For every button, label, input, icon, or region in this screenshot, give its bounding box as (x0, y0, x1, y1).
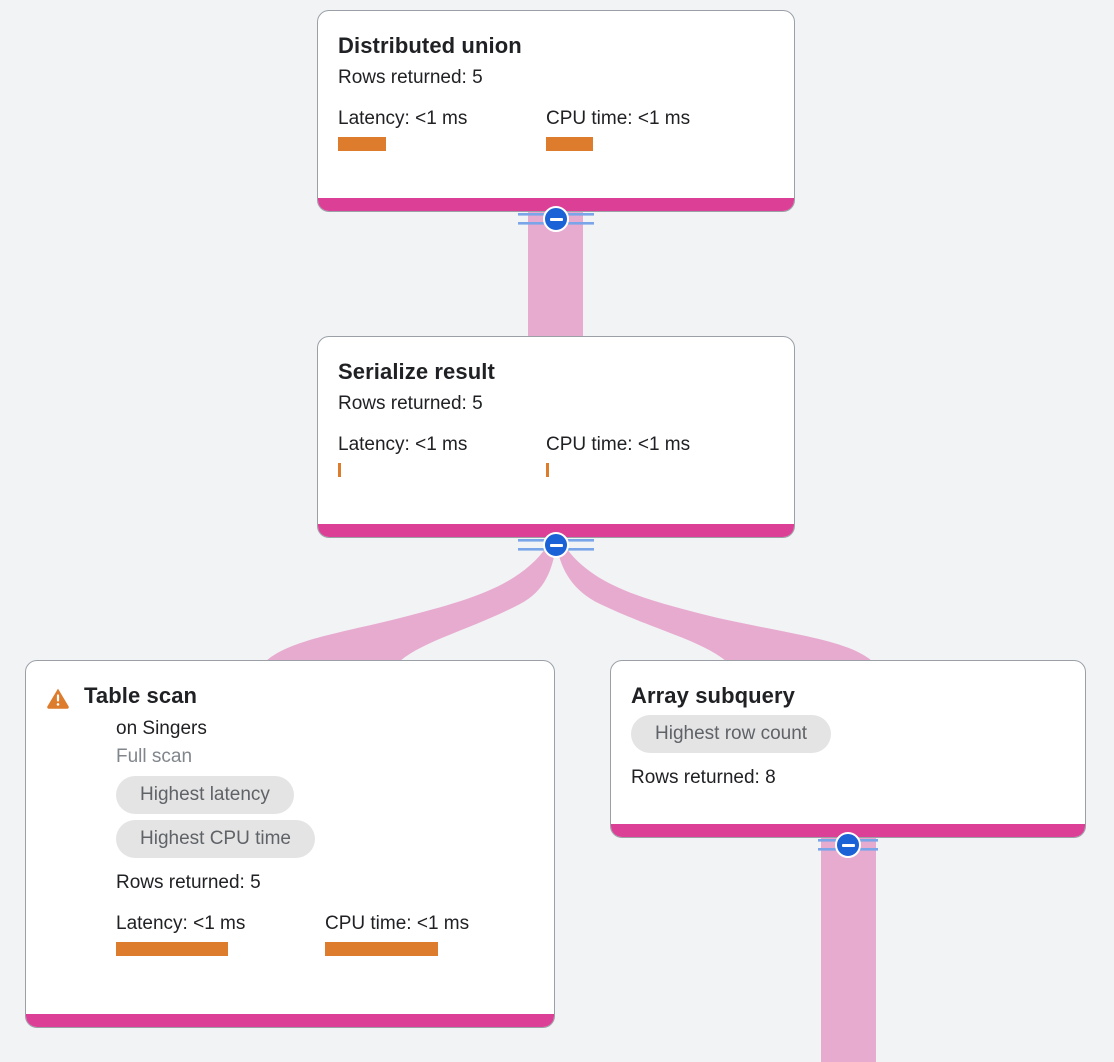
node-title: Serialize result (338, 359, 495, 384)
node-footer-bar (26, 1014, 554, 1027)
node-detail: Full scan (116, 746, 193, 767)
plan-node-serialize-result[interactable]: Serialize result Rows returned: 5 Latenc… (317, 336, 795, 538)
chip-highest-cpu-time[interactable]: Highest CPU time (116, 820, 315, 858)
rows-returned: Rows returned: 5 (116, 872, 261, 893)
node-footer-bar (318, 524, 794, 537)
node-title-row: Serialize result (338, 359, 774, 385)
collapse-handle-serialize-result[interactable] (516, 530, 596, 560)
edge-distributed-union-to-serialize-result (528, 212, 583, 342)
node-subtitle: on Singers (116, 718, 207, 739)
metric-latency-label: Latency: <1 ms (338, 434, 468, 455)
minus-icon[interactable] (543, 532, 569, 558)
node-title: Table scan (84, 683, 198, 708)
metric-cpu-time: CPU time: <1 ms (546, 433, 690, 477)
node-body: Array subquery Highest row count Rows re… (611, 661, 1085, 824)
rows-returned: Rows returned: 8 (631, 767, 776, 788)
metric-latency-bar (338, 137, 386, 151)
minus-icon[interactable] (543, 206, 569, 232)
edge-serialize-result-to-array-subquery (557, 545, 872, 661)
plan-node-table-scan[interactable]: Table scan on Singers Full scan Highest … (25, 660, 555, 1028)
metric-latency-bar (338, 463, 341, 477)
node-title-row: Distributed union (338, 33, 774, 59)
node-body: Serialize result Rows returned: 5 Latenc… (318, 337, 794, 524)
node-metrics: Latency: <1 ms CPU time: <1 ms (338, 107, 774, 151)
node-metrics: Latency: <1 ms CPU time: <1 ms (116, 912, 534, 956)
metric-latency-label: Latency: <1 ms (116, 913, 246, 934)
metric-cpu-time: CPU time: <1 ms (325, 912, 469, 956)
metric-latency: Latency: <1 ms (338, 107, 546, 151)
metric-cpu-time-label: CPU time: <1 ms (325, 913, 470, 934)
node-title-row: Table scan (46, 683, 534, 710)
node-title: Distributed union (338, 33, 522, 58)
metric-cpu-time-label: CPU time: <1 ms (546, 434, 691, 455)
metric-latency: Latency: <1 ms (116, 912, 325, 956)
minus-icon[interactable] (835, 832, 861, 858)
metric-cpu-time-bar (546, 137, 593, 151)
rows-returned: Rows returned: 5 (338, 393, 483, 414)
node-body: Table scan on Singers Full scan Highest … (26, 661, 554, 1014)
plan-node-distributed-union[interactable]: Distributed union Rows returned: 5 Laten… (317, 10, 795, 212)
node-metrics: Latency: <1 ms CPU time: <1 ms (338, 433, 774, 477)
metric-latency: Latency: <1 ms (338, 433, 546, 477)
node-title-row: Array subquery (631, 683, 1065, 709)
edge-serialize-result-to-table-scan (266, 545, 556, 661)
node-chips: Highest latency Highest CPU time (116, 776, 534, 864)
collapse-handle-array-subquery[interactable] (808, 830, 888, 860)
node-body: Distributed union Rows returned: 5 Laten… (318, 11, 794, 198)
metric-cpu-time-bar (325, 942, 438, 956)
node-footer-bar (318, 198, 794, 211)
collapse-handle-distributed-union[interactable] (516, 204, 596, 234)
metric-latency-bar (116, 942, 228, 956)
plan-node-array-subquery[interactable]: Array subquery Highest row count Rows re… (610, 660, 1086, 838)
metric-cpu-time-bar (546, 463, 549, 477)
node-title: Array subquery (631, 683, 796, 708)
metric-latency-label: Latency: <1 ms (338, 108, 468, 129)
chip-highest-latency[interactable]: Highest latency (116, 776, 294, 814)
node-chips: Highest row count (631, 715, 1065, 759)
warning-icon (46, 686, 70, 710)
edge-array-subquery-down (821, 838, 876, 1062)
metric-cpu-time: CPU time: <1 ms (546, 107, 690, 151)
chip-highest-row-count[interactable]: Highest row count (631, 715, 832, 753)
node-footer-bar (611, 824, 1085, 837)
rows-returned: Rows returned: 5 (338, 67, 483, 88)
metric-cpu-time-label: CPU time: <1 ms (546, 108, 691, 129)
